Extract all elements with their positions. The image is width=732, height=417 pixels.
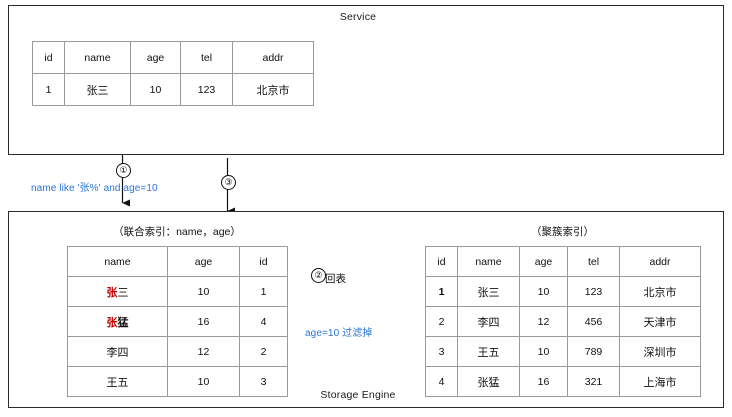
filtered-out-label: age=10 过滤掉: [305, 328, 373, 339]
step1-marker: ①: [116, 163, 131, 178]
clustered-index-addr-cell: 天津市: [619, 306, 701, 337]
secondary-index-id-cell: 1: [239, 276, 288, 307]
clustered-index-tel-cell: 123: [567, 276, 620, 307]
secondary-index-name-cell: 张三: [67, 276, 168, 307]
clustered-index-name-cell: 李四: [457, 306, 520, 337]
clustered-index-addr-cell: 上海市: [619, 366, 701, 397]
clustered-index-header-cell: addr: [619, 246, 701, 277]
service-header-cell: name: [64, 41, 131, 74]
service-cell: 123: [180, 73, 233, 106]
clustered-index-header-cell: name: [457, 246, 520, 277]
step2-marker: ②: [311, 268, 326, 283]
clustered-index-id-cell: 4: [425, 366, 458, 397]
secondary-index-name-suffix: 猛: [117, 316, 129, 329]
secondary-index-name-prefix: 张: [106, 316, 118, 329]
secondary-index-header-cell: name: [67, 246, 168, 277]
clustered-index-age-cell: 10: [519, 276, 568, 307]
secondary-index-id-cell: 2: [239, 336, 288, 367]
clustered-index-addr-cell: 深圳市: [619, 336, 701, 367]
service-panel-title: Service: [339, 11, 377, 23]
secondary-index-name-suffix: 李四: [106, 346, 129, 359]
clustered-index-tel-cell: 789: [567, 336, 620, 367]
service-header-cell: age: [130, 41, 181, 74]
clustered-index-header-cell: tel: [567, 246, 620, 277]
secondary-index-name-cell: 王五: [67, 366, 168, 397]
clustered-index-caption: （聚簇索引）: [531, 226, 594, 238]
clustered-index-header-cell: id: [425, 246, 458, 277]
clustered-index-tel-cell: 456: [567, 306, 620, 337]
clustered-index-name-cell: 张猛: [457, 366, 520, 397]
clustered-index-age-cell: 10: [519, 336, 568, 367]
secondary-index-name-cell: 张猛: [67, 306, 168, 337]
clustered-index-tel-cell: 321: [567, 366, 620, 397]
step2-lookup-label: 回表: [325, 273, 346, 285]
clustered-index-name-cell: 张三: [457, 276, 520, 307]
service-cell: 张三: [64, 73, 131, 106]
secondary-index-age-cell: 10: [167, 366, 240, 397]
clustered-index-id-cell: 1: [425, 276, 458, 307]
service-cell: 10: [130, 73, 181, 106]
secondary-index-header-cell: id: [239, 246, 288, 277]
secondary-index-caption: （联合索引：name，age）: [113, 226, 241, 238]
clustered-index-header-cell: age: [519, 246, 568, 277]
secondary-index-id-cell: 3: [239, 366, 288, 397]
service-header-cell: addr: [232, 41, 314, 74]
secondary-index-name-cell: 李四: [67, 336, 168, 367]
service-header-cell: id: [32, 41, 65, 74]
sql-condition-label: name like '张%' and age=10: [31, 183, 158, 194]
secondary-index-age-cell: 12: [167, 336, 240, 367]
service-cell: 1: [32, 73, 65, 106]
secondary-index-age-cell: 10: [167, 276, 240, 307]
secondary-index-age-cell: 16: [167, 306, 240, 337]
secondary-index-header-cell: age: [167, 246, 240, 277]
step3-marker: ③: [221, 175, 236, 190]
service-header-cell: tel: [180, 41, 233, 74]
clustered-index-id-cell: 3: [425, 336, 458, 367]
clustered-index-id-cell: 2: [425, 306, 458, 337]
service-cell: 北京市: [232, 73, 314, 106]
secondary-index-name-prefix: 张: [106, 286, 118, 299]
clustered-index-age-cell: 12: [519, 306, 568, 337]
clustered-index-age-cell: 16: [519, 366, 568, 397]
storage-engine-panel-title: Storage Engine: [320, 389, 396, 401]
secondary-index-name-suffix: 三: [117, 286, 129, 299]
secondary-index-name-suffix: 王五: [106, 376, 129, 389]
clustered-index-addr-cell: 北京市: [619, 276, 701, 307]
secondary-index-id-cell: 4: [239, 306, 288, 337]
clustered-index-name-cell: 王五: [457, 336, 520, 367]
